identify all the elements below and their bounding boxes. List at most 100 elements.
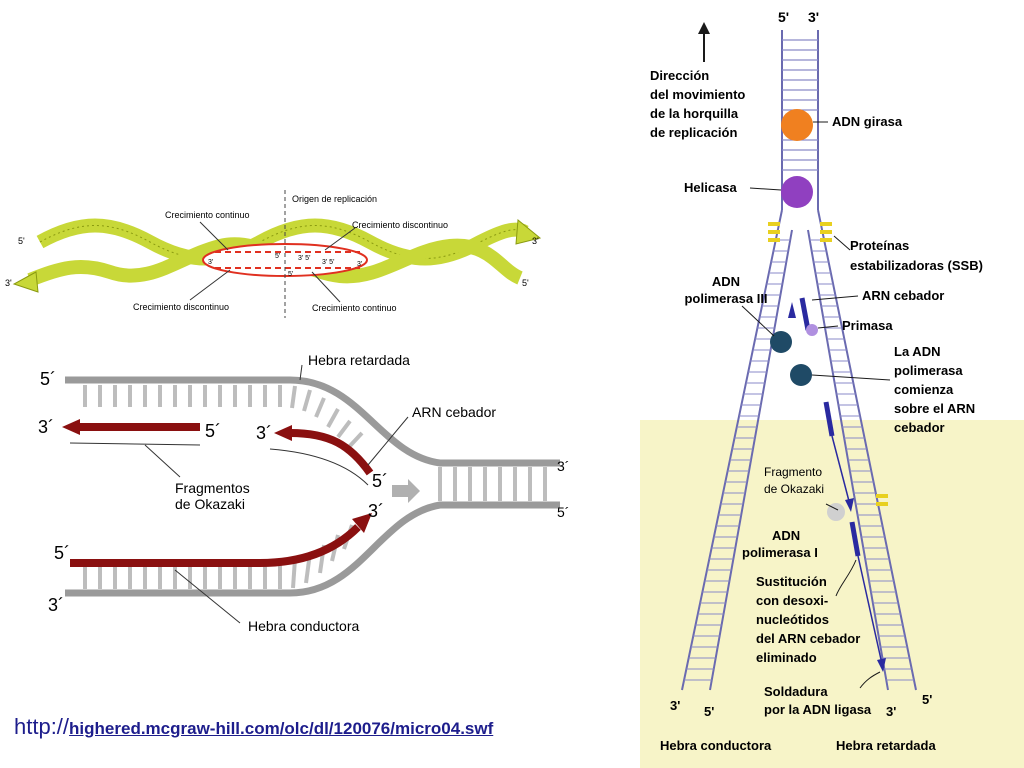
bottom-end-label: 3': [886, 704, 896, 719]
dna-polymerase-iii-icon: [770, 331, 792, 353]
end-label: 3': [532, 236, 539, 246]
helicase-label: Helicasa: [684, 180, 738, 195]
leader-line: [367, 416, 409, 466]
helicase-icon: [781, 176, 813, 208]
label-line: del ARN cebador: [756, 631, 860, 646]
inner-label: 5': [275, 253, 280, 260]
ligase-label: Soldadura por la ADN ligasa: [764, 684, 872, 717]
leader-line: [144, 444, 181, 478]
replication-bubble-diagram: Origen de replicación Crecimiento contin…: [5, 190, 542, 318]
lagging-new-strand: [289, 429, 374, 476]
label-line: del movimiento: [650, 87, 745, 102]
leader-line: [189, 269, 231, 301]
arrow-up-right-icon: [352, 513, 372, 533]
leader-line: [311, 271, 341, 303]
okazaki-underline: [69, 442, 201, 446]
top-end-label: 5': [778, 9, 789, 25]
okazaki-label-line: Fragmentos: [175, 480, 250, 496]
inner-label: 3' 5': [322, 259, 334, 266]
label-line: sobre el ARN: [894, 401, 975, 416]
label-line: comienza: [894, 382, 954, 397]
label-line: La ADN: [894, 344, 940, 359]
label-line: Sustitución: [756, 574, 827, 589]
leader-line: [811, 374, 891, 381]
source-url[interactable]: http://highered.mcgraw-hill.com/olc/dl/1…: [14, 714, 493, 740]
inner-label: 3': [357, 261, 362, 268]
leader-line: [199, 221, 229, 251]
primase-label: Primasa: [842, 318, 893, 333]
dna-gyrase-icon: [781, 109, 813, 141]
end-label: 5´: [372, 471, 388, 491]
url-protocol: http://: [14, 714, 70, 739]
label-line: ADN: [712, 274, 740, 289]
label-line: Soldadura: [764, 684, 828, 699]
leader-line: [324, 227, 356, 251]
discontinuous-growth-label-bottom: Crecimiento discontinuo: [133, 302, 229, 312]
pol1-label: ADN polimerasa I: [742, 528, 818, 560]
label-line: polimerasa I: [742, 545, 818, 560]
label-line: por la ADN ligasa: [764, 702, 872, 717]
arrow-up-icon: [788, 302, 796, 318]
leader-line: [833, 235, 851, 251]
leading-new-strand: [70, 524, 361, 567]
leader-line: [835, 559, 857, 597]
parental-rungs: [782, 39, 818, 171]
fork-direction-arrow-icon: [392, 479, 420, 503]
okazaki-fragment: [857, 555, 883, 665]
leading-strand-label: Hebra conductora: [660, 738, 772, 753]
okazaki-fragment: [831, 435, 851, 506]
label-line: estabilizadoras (SSB): [850, 258, 983, 273]
label-line: con desoxi-: [756, 593, 828, 608]
label-line: polimerasa: [894, 363, 963, 378]
leader-line: [174, 569, 241, 624]
fork-direction-label: Dirección del movimiento de la horquilla de…: [650, 68, 745, 140]
bottom-end-label: 5': [922, 692, 932, 707]
arrow-left-icon: [274, 425, 292, 441]
label-line: de replicación: [650, 125, 737, 140]
origin-label: Origen de replicación: [292, 194, 377, 204]
bottom-end-label: 5': [704, 704, 714, 719]
label-line: de la horquilla: [650, 106, 739, 121]
label-line: cebador: [894, 420, 945, 435]
continuous-growth-label-bottom: Crecimiento continuo: [312, 303, 397, 313]
end-label: 3´: [38, 417, 54, 437]
label-line: Fragmento: [764, 465, 822, 479]
url-path: highered.mcgraw-hill.com/olc/dl/120076/m…: [69, 719, 494, 738]
label-line: nucleótidos: [756, 612, 829, 627]
label-line: ADN: [772, 528, 800, 543]
label-line: Proteínas: [850, 238, 909, 253]
rna-primer: [799, 297, 811, 331]
ssb-label: Proteínas estabilizadoras (SSB): [850, 238, 983, 273]
leading-strand-label: Hebra conductora: [248, 618, 360, 634]
end-label: 5´: [557, 504, 569, 520]
pol-begins-label: La ADN polimerasa comienza sobre el ARN ceba…: [894, 344, 975, 435]
label-line: Dirección: [650, 68, 709, 83]
dna-polymerase-icon: [790, 364, 812, 386]
end-label: 5': [18, 236, 25, 246]
end-label: 3´: [368, 501, 384, 521]
lagging-strand-label: Hebra retardada: [836, 738, 936, 753]
substitution-label: Sustitución con desoxi-nucleótidos del ARN…: [756, 574, 860, 665]
inner-label: 3': [208, 259, 213, 266]
leader-line: [811, 295, 859, 301]
end-label: 3´: [48, 595, 64, 615]
replication-fork-diagram: Hebra retardada ARN cebador Fragmentos d…: [38, 352, 569, 634]
ssb-proteins: [768, 222, 888, 506]
top-end-label: 3': [808, 9, 819, 25]
arrow-down-icon: [877, 658, 886, 672]
okazaki-label-line: de Okazaki: [175, 496, 245, 512]
inner-label: 3' 5': [298, 255, 310, 262]
arm-rungs: [684, 239, 914, 681]
gyrase-label: ADN girasa: [832, 114, 903, 129]
left-template-strand: [681, 209, 783, 691]
leader-line: [741, 305, 775, 337]
rna-primer: [849, 521, 861, 557]
rna-primer: [823, 401, 835, 437]
helix-strand-top: [36, 218, 529, 266]
leader-line: [817, 325, 839, 329]
continuous-growth-label-top: Crecimiento continuo: [165, 210, 250, 220]
parental-strand-top: [65, 376, 560, 467]
okazaki-underline: [269, 448, 369, 486]
